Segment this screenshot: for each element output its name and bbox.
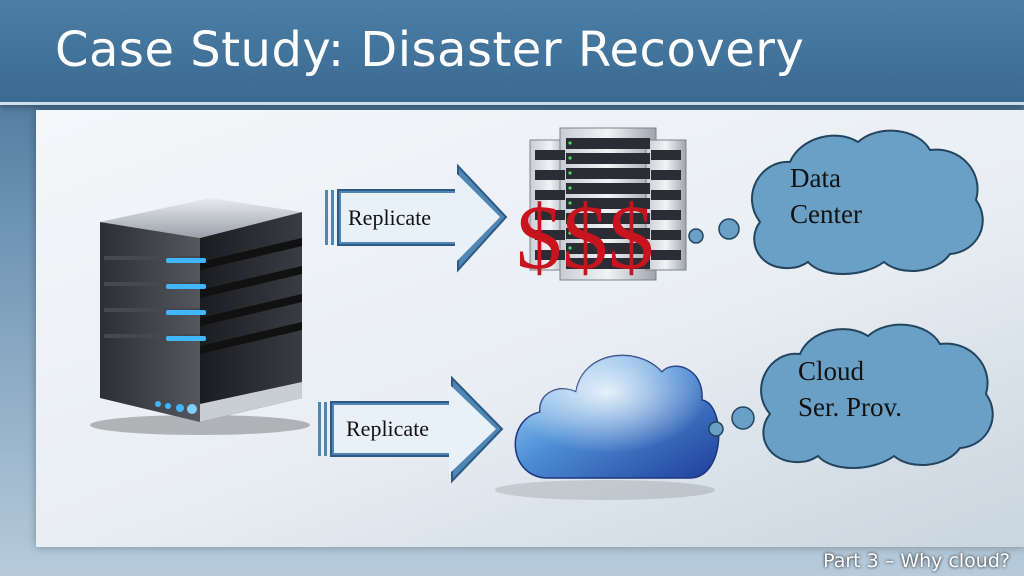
- replicate-arrow-top: Replicate: [325, 163, 508, 273]
- drive-bay-lights: [104, 238, 302, 414]
- replicate-label-bottom: Replicate: [346, 416, 429, 441]
- replicate-arrow-bottom: Replicate: [318, 375, 504, 484]
- title-bar: Case Study: Disaster Recovery: [0, 0, 1024, 105]
- replicate-label-top: Replicate: [348, 205, 431, 230]
- data-center-label-line1: Data: [790, 163, 841, 193]
- svg-text:Data Center: Data Center: [790, 163, 862, 229]
- svg-text:Cloud Ser. Prov.: Cloud Ser. Prov.: [798, 356, 902, 422]
- server-tower-icon: [90, 198, 310, 435]
- cloud-icon: [495, 354, 720, 500]
- slide-footer: Part 3 – Why cloud?: [823, 550, 1010, 572]
- data-center-label-line2: Center: [790, 199, 862, 229]
- server-rack-icon: [529, 127, 687, 281]
- cloud-provider-label-line2: Ser. Prov.: [798, 392, 902, 422]
- cloud-provider-callout: Cloud Ser. Prov.: [708, 323, 994, 469]
- slide-title: Case Study: Disaster Recovery: [55, 22, 805, 78]
- data-center-callout: Data Center: [688, 129, 984, 275]
- cloud-provider-label-line1: Cloud: [798, 356, 865, 386]
- cost-mark: $$$: [516, 186, 654, 288]
